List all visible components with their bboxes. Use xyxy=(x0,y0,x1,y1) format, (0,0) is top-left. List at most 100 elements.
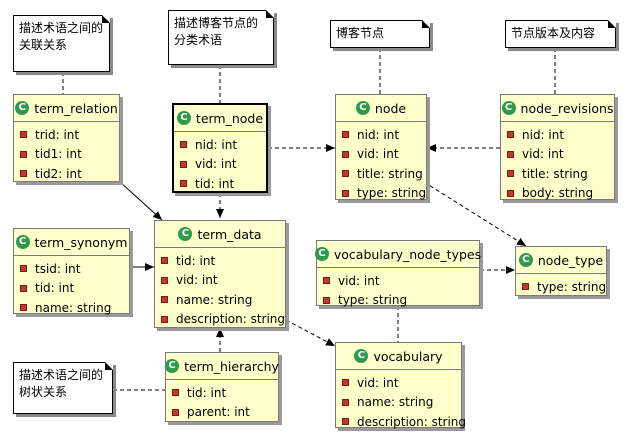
class-node[interactable]: C node nid: int vid: int title: string t… xyxy=(335,94,427,200)
class-term-node[interactable]: C term_node nid: int vid: int tid: int xyxy=(172,103,268,193)
class-name: node_revisions xyxy=(520,100,614,116)
attribute: description: string xyxy=(161,310,285,330)
class-header: C term_data xyxy=(155,221,285,248)
class-name: node_type xyxy=(537,252,604,268)
class-term-synonym[interactable]: C term_synonym tsid: int tid: int name: … xyxy=(13,228,130,315)
note-text: 描述博客节点的分类术语 xyxy=(174,16,259,47)
class-name: term_hierarchy xyxy=(184,358,279,374)
field-icon xyxy=(161,257,168,265)
field-icon xyxy=(323,296,330,304)
attribute: body: string xyxy=(507,184,614,204)
class-icon: C xyxy=(178,227,193,241)
field-icon xyxy=(342,170,349,178)
attribute: name: string xyxy=(161,290,285,310)
class-name: term_synonym xyxy=(34,234,128,250)
class-term-hierarchy[interactable]: C term_hierarchy tid: int parent: int xyxy=(165,352,279,422)
field-icon xyxy=(323,277,330,285)
note-text: 描述术语之间的树状关系 xyxy=(19,368,104,399)
attribute: vid: int xyxy=(180,155,266,175)
field-icon xyxy=(342,189,349,197)
attribute: nid: int xyxy=(180,135,266,155)
attribute: trid: int xyxy=(20,125,119,145)
note-term-hierarchy: 描述术语之间的树状关系 xyxy=(13,362,113,414)
field-icon xyxy=(20,284,27,292)
class-icon: C xyxy=(501,101,516,115)
field-icon xyxy=(507,170,514,178)
attribute: vid: int xyxy=(342,373,461,393)
class-node-type[interactable]: C node_type type: string xyxy=(515,246,607,296)
attribute: vid: int xyxy=(323,271,479,291)
note-text: 描述术语之间的关联关系 xyxy=(19,21,104,52)
field-icon xyxy=(342,398,349,406)
field-icon xyxy=(342,379,349,387)
class-header: C term_synonym xyxy=(14,229,129,256)
class-name: vocabulary_node_types xyxy=(333,246,482,262)
note-text: 节点版本及内容 xyxy=(511,26,596,40)
attribute: tid1: int xyxy=(20,145,119,165)
note-node-revisions: 节点版本及内容 xyxy=(505,20,616,48)
field-icon xyxy=(20,304,27,312)
field-icon xyxy=(507,150,514,158)
field-icon xyxy=(20,265,27,273)
attribute: tid: int xyxy=(180,174,266,194)
attribute: tid: int xyxy=(20,279,129,299)
attribute: title: string xyxy=(507,164,614,184)
class-header: C vocabulary_node_types xyxy=(314,241,482,268)
field-icon xyxy=(172,408,179,416)
note-node: 博客节点 xyxy=(330,20,430,48)
field-icon xyxy=(180,160,187,168)
attribute: vid: int xyxy=(342,145,426,165)
class-name: term_relation xyxy=(34,100,118,116)
field-icon xyxy=(180,180,187,188)
attribute: tid2: int xyxy=(20,164,119,184)
attribute: nid: int xyxy=(342,125,426,145)
class-node-revisions[interactable]: C node_revisions nid: int vid: int title… xyxy=(500,94,615,200)
attribute: vid: int xyxy=(507,145,614,165)
field-icon xyxy=(172,389,179,397)
attribute: tid: int xyxy=(161,251,285,271)
attribute: tid: int xyxy=(172,383,278,403)
attribute: tsid: int xyxy=(20,259,129,279)
class-name: term_data xyxy=(197,226,262,242)
field-icon xyxy=(161,315,168,323)
field-icon xyxy=(161,296,168,304)
field-icon xyxy=(522,283,529,291)
note-term-node: 描述博客节点的分类术语 xyxy=(168,10,274,65)
class-icon: C xyxy=(176,111,191,125)
attribute: type: string xyxy=(342,184,426,204)
class-icon: C xyxy=(518,253,533,267)
field-icon xyxy=(342,131,349,139)
class-header: C node_revisions xyxy=(501,95,614,122)
field-icon xyxy=(20,131,27,139)
field-icon xyxy=(161,276,168,284)
attribute: name: string xyxy=(342,393,461,413)
link-term-relation-to-term-data xyxy=(119,181,163,221)
link-term-data-to-vocabulary xyxy=(285,319,336,347)
attribute: name: string xyxy=(20,298,129,318)
class-term-data[interactable]: C term_data tid: int vid: int name: stri… xyxy=(154,220,286,328)
attribute: type: string xyxy=(323,291,479,311)
class-header: C term_relation xyxy=(14,95,119,122)
field-icon xyxy=(342,150,349,158)
field-icon xyxy=(507,131,514,139)
field-icon xyxy=(507,189,514,197)
class-icon: C xyxy=(314,247,329,261)
field-icon xyxy=(180,141,187,149)
class-term-relation[interactable]: C term_relation trid: int tid1: int tid2… xyxy=(13,94,120,182)
class-header: C term_hierarchy xyxy=(165,353,279,380)
class-vocabulary[interactable]: C vocabulary vid: int name: string descr… xyxy=(335,342,466,429)
class-icon: C xyxy=(15,235,30,249)
class-vocabulary-node-types[interactable]: C vocabulary_node_types vid: int type: s… xyxy=(314,240,482,307)
class-header: C node_type xyxy=(516,247,606,274)
class-icon: C xyxy=(355,101,370,115)
class-icon: C xyxy=(15,101,30,115)
attribute: type: string xyxy=(522,277,606,297)
attribute: nid: int xyxy=(507,125,614,145)
note-term-relation: 描述术语之间的关联关系 xyxy=(13,15,110,72)
note-text: 博客节点 xyxy=(336,26,385,40)
class-header: C term_node xyxy=(174,105,266,132)
class-name: node xyxy=(374,100,407,116)
class-icon: C xyxy=(165,359,180,373)
attribute: title: string xyxy=(342,164,426,184)
